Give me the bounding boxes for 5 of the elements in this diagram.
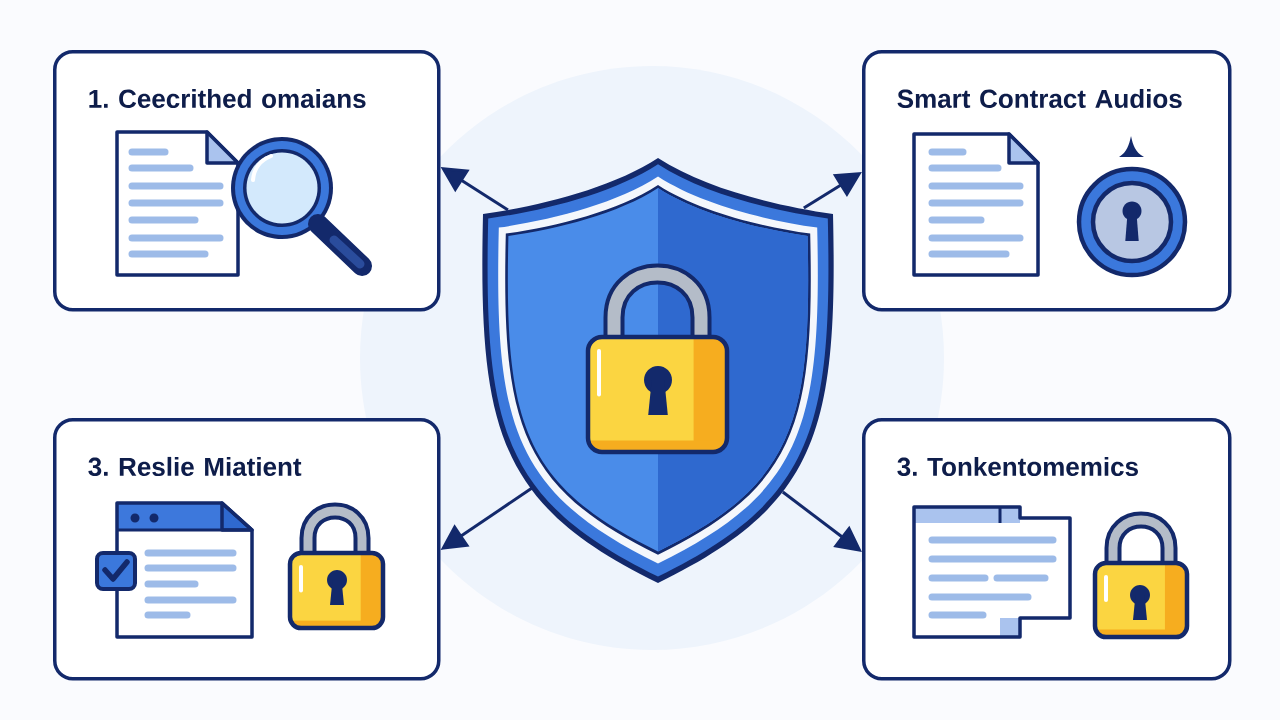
card-heading: 3. Reslie Miatient: [88, 456, 302, 477]
shield-lock-icon: [482, 158, 834, 583]
card-heading: Smart Contract Audios: [897, 88, 1182, 108]
card-heading: 1. Ceecrithed omaians: [89, 88, 366, 108]
card-heading: 3. Tonkentomemics: [897, 456, 1138, 477]
